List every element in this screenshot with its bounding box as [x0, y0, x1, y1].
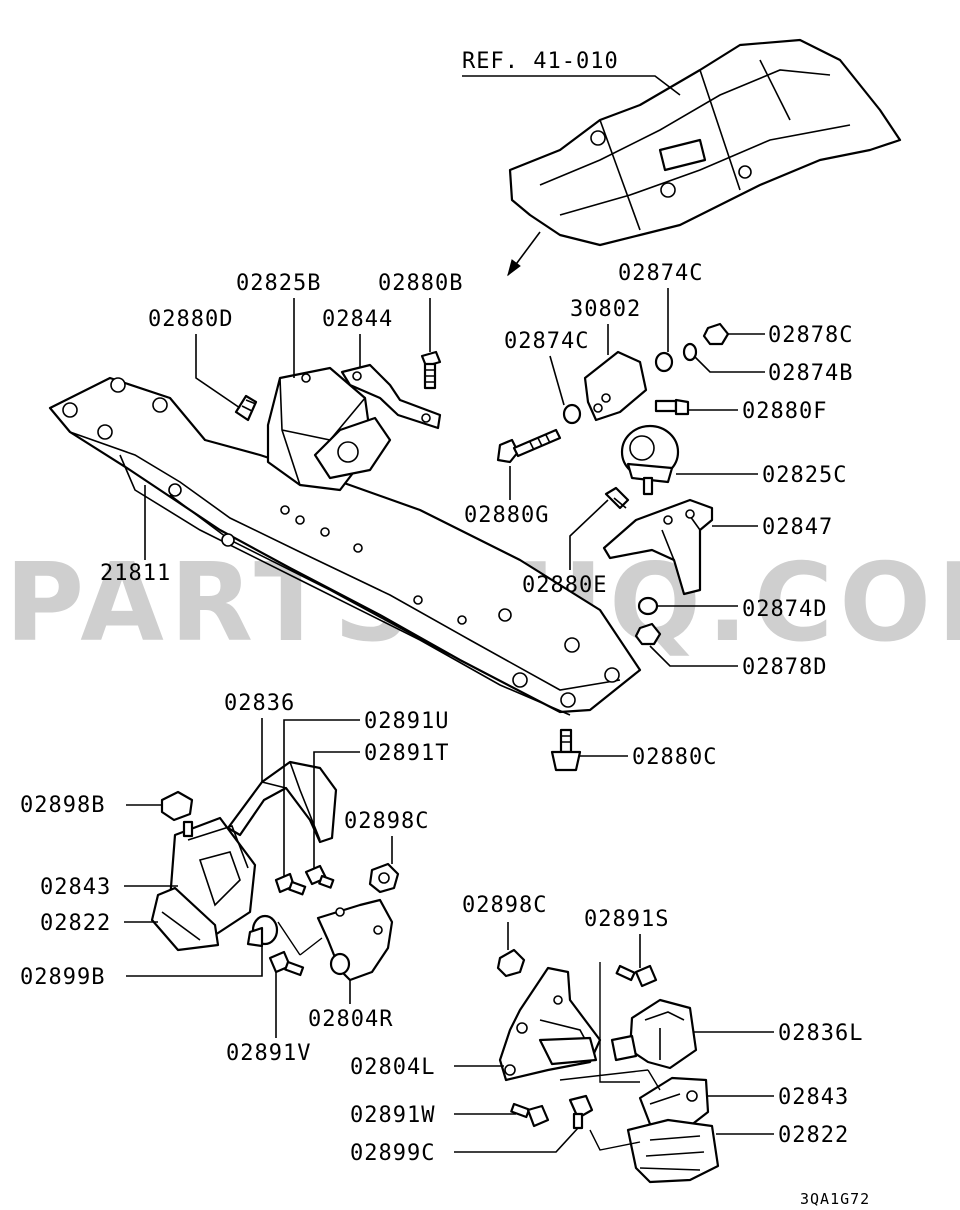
label-02825B: 02825B	[236, 271, 321, 296]
label-30802: 30802	[570, 297, 641, 322]
bolt-02880E	[604, 486, 630, 510]
label-02804L: 02804L	[350, 1055, 435, 1080]
label-02878D: 02878D	[742, 655, 827, 680]
bolt-02891W	[510, 1102, 550, 1128]
label-02899C: 02899C	[350, 1141, 435, 1166]
washer-02874D	[637, 596, 659, 616]
label-02880E: 02880E	[522, 573, 607, 598]
crossmember-21811: 21811	[48, 376, 642, 716]
label-02844: 02844	[322, 307, 393, 332]
bracket-02804L	[498, 966, 602, 1082]
label-02836L: 02836L	[778, 1021, 863, 1046]
label-02874D: 02874D	[742, 597, 827, 622]
label-02891U: 02891U	[364, 709, 449, 734]
bracket-02844	[340, 363, 442, 430]
heat-shield-02836	[226, 760, 338, 844]
vehicle-frame-reference: REF. 41-010	[462, 38, 902, 277]
washer-02874C-left	[562, 403, 582, 425]
bracket-02804R	[316, 898, 394, 982]
label-02843-right: 02843	[778, 1085, 849, 1110]
label-02880B: 02880B	[378, 271, 463, 296]
label-02880G: 02880G	[464, 503, 549, 528]
label-02847: 02847	[762, 515, 833, 540]
label-02836: 02836	[224, 691, 295, 716]
label-02874C-left: 02874C	[504, 329, 589, 354]
drawing-code: 3QA1G72	[800, 1190, 870, 1208]
washer-02874C-top	[654, 351, 674, 373]
nut-02898B	[160, 790, 194, 822]
label-02891W: 02891W	[350, 1103, 435, 1128]
nut-02878C	[702, 322, 730, 346]
label-02880F: 02880F	[742, 399, 827, 424]
bolt-02880C	[550, 728, 582, 772]
nut-02898C-right	[496, 948, 526, 978]
label-21811: 21811	[100, 561, 171, 586]
mount-02825C	[620, 424, 680, 496]
bolt-02891S	[615, 964, 658, 988]
label-02822-right: 02822	[778, 1123, 849, 1148]
label-02891V: 02891V	[226, 1041, 311, 1066]
nut-02899C	[568, 1094, 594, 1130]
bolt-02891T	[304, 864, 335, 889]
reference-label: REF. 41-010	[462, 49, 619, 74]
label-02880C: 02880C	[632, 745, 717, 770]
label-02825C: 02825C	[762, 463, 847, 488]
heat-shield-02836L	[610, 998, 698, 1070]
insulator-02822-left	[150, 886, 220, 952]
bolt-02891U	[274, 872, 307, 896]
label-02898B: 02898B	[20, 793, 105, 818]
nut-02899B	[246, 914, 279, 948]
nut-02898C-left	[368, 862, 400, 894]
label-02878C: 02878C	[768, 323, 853, 348]
bolt-02880D	[234, 394, 258, 422]
label-02843-left: 02843	[40, 875, 111, 900]
label-02899B: 02899B	[20, 965, 105, 990]
label-02880D: 02880D	[148, 307, 233, 332]
label-02874C-top: 02874C	[618, 261, 703, 286]
bolt-02880B	[420, 350, 442, 390]
label-02898C-right: 02898C	[462, 893, 547, 918]
washer-02874B	[682, 342, 698, 362]
nut-02878D	[634, 622, 662, 646]
bolt-02891V	[268, 950, 305, 977]
label-02898C-left: 02898C	[344, 809, 429, 834]
bracket-30802	[583, 350, 648, 422]
bolt-02880G	[496, 428, 562, 464]
bolt-02880F	[654, 398, 690, 416]
engine-mount-02825B	[266, 366, 392, 492]
label-02891S: 02891S	[584, 907, 669, 932]
label-02891T: 02891T	[364, 741, 449, 766]
mount-02843-right	[638, 1076, 710, 1128]
label-02804R: 02804R	[308, 1007, 393, 1032]
label-02874B: 02874B	[768, 361, 853, 386]
insulator-02822-right	[626, 1118, 720, 1184]
bracket-02847	[602, 498, 714, 596]
label-02822-left: 02822	[40, 911, 111, 936]
